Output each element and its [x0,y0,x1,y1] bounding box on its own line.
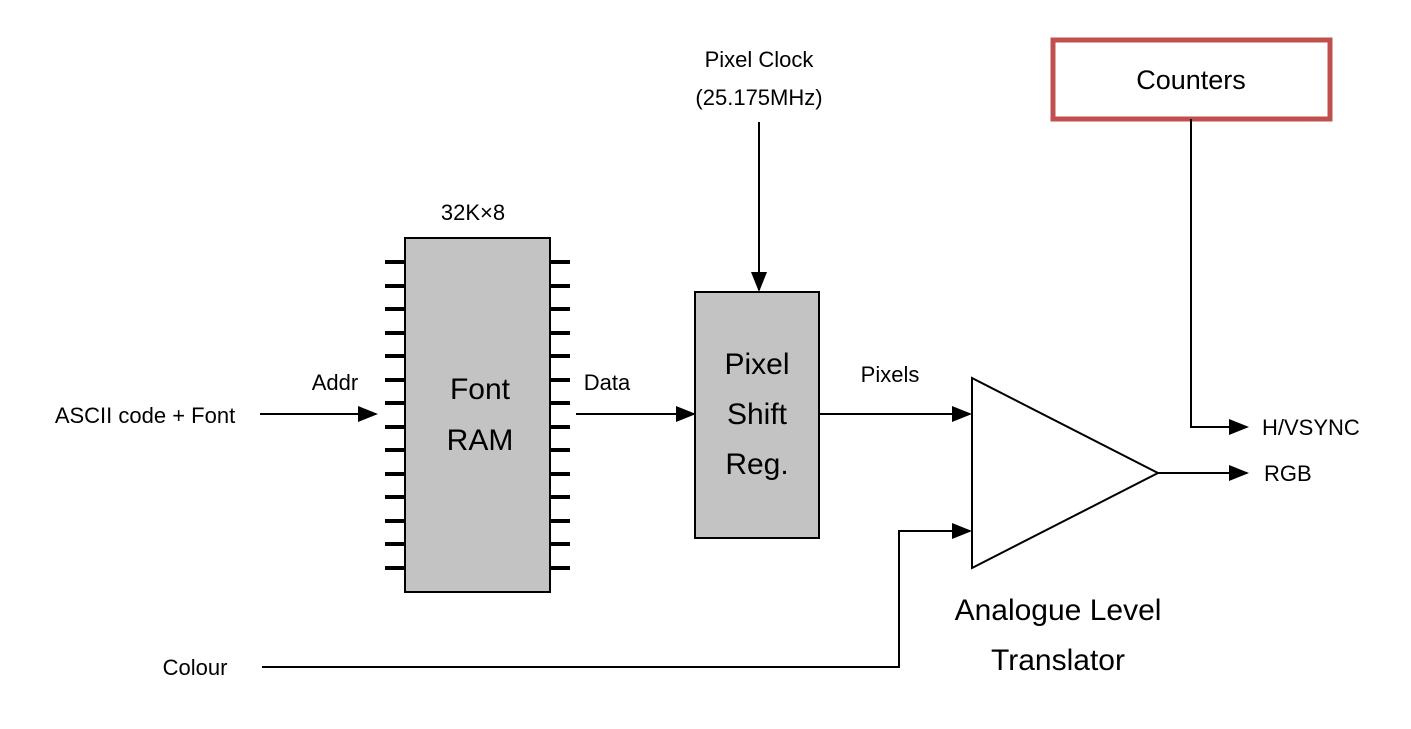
ram-pins [385,260,570,570]
counters-label: Counters [1136,65,1246,95]
ram-size-label: 32K×8 [441,200,505,225]
font-ram-chip: Font RAM [385,237,570,593]
pixel-shift-register-block [694,291,820,539]
translator-label-line2: Translator [991,644,1125,677]
font-ram-block [404,237,551,593]
colour-wire [262,523,972,668]
ascii-input-label: ASCII code + Font [55,403,235,428]
pixels-label: Pixels [861,362,920,387]
pixel-clock-label-line1: Pixel Clock [705,47,815,72]
addr-label: Addr [312,370,358,395]
rgb-label: RGB [1264,461,1312,486]
font-ram-label-line1: Font [450,373,511,406]
font-ram-label-line2: RAM [447,424,514,457]
colour-label: Colour [163,655,228,680]
analogue-level-translator-triangle [971,376,1161,570]
hvsync-label: H/VSYNC [1262,415,1360,440]
translator-label-line1: Analogue Level [955,594,1162,627]
data-label: Data [584,370,631,395]
pixel-clock-label-line2: (25.175MHz) [695,85,822,110]
hvsync-wire [1190,119,1249,435]
shift-reg-label-line1: Pixel [724,348,789,381]
shift-reg-label-line3: Reg. [725,448,788,481]
shift-reg-label-line2: Shift [727,398,788,431]
